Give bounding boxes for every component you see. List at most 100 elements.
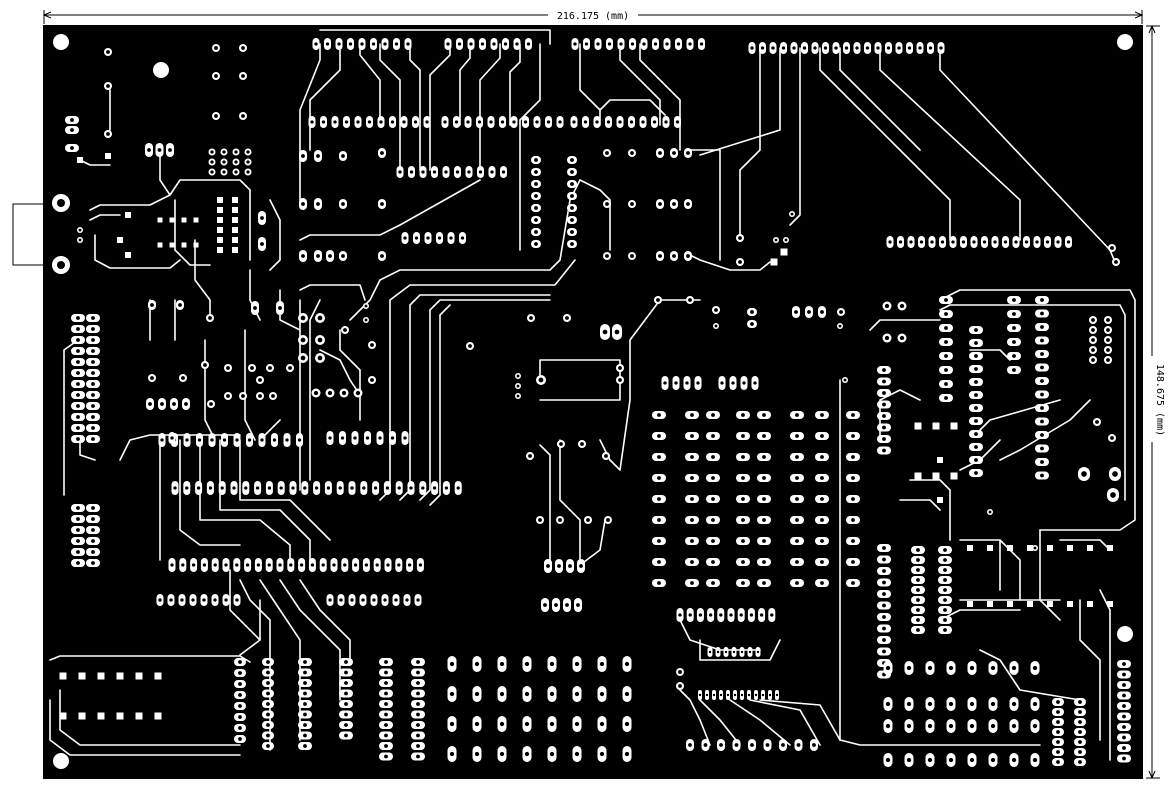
header-pad (531, 240, 541, 248)
header-pad (751, 376, 759, 390)
header-pad (775, 690, 779, 700)
header-pad (277, 481, 285, 495)
pad (104, 130, 112, 138)
header-pad (1117, 712, 1131, 721)
header-pad (597, 746, 607, 762)
header-pad (1044, 236, 1051, 248)
header-pad (1052, 698, 1064, 706)
header-pad (298, 679, 312, 687)
pad (314, 250, 322, 262)
header-pad (86, 391, 100, 399)
header-pad (1035, 363, 1049, 372)
pad (652, 516, 666, 524)
pad (684, 199, 692, 209)
pad (946, 697, 956, 711)
pad (670, 148, 678, 158)
header-pad (208, 148, 216, 156)
header-pad (360, 481, 368, 495)
pad (616, 376, 624, 384)
header-pad (522, 656, 532, 672)
pad (1104, 356, 1112, 364)
header-pad (747, 690, 751, 700)
header-pad (1117, 681, 1131, 689)
smd-pad (217, 217, 223, 223)
header-pad (404, 38, 412, 50)
header-pad (447, 232, 455, 244)
pad (684, 251, 692, 261)
pad (1089, 326, 1097, 334)
header-pad (431, 481, 439, 495)
header-pad (547, 656, 557, 672)
header-pad (1035, 417, 1049, 426)
smd-pad (154, 712, 162, 720)
pad (224, 392, 232, 400)
header-pad (242, 481, 250, 495)
header-pad (877, 435, 891, 443)
header-pad (477, 166, 484, 178)
pad (65, 116, 79, 124)
header-pad (694, 376, 702, 390)
header-pad (622, 746, 632, 762)
pad (315, 313, 325, 323)
header-pad (531, 192, 541, 200)
height-dimension: 148.675 (mm) (1146, 26, 1165, 778)
header-pad (513, 38, 521, 50)
header-pad (324, 38, 331, 50)
header-pad (262, 721, 274, 729)
pad (790, 474, 804, 482)
header-pad (969, 456, 983, 464)
header-pad (424, 232, 432, 244)
pad (988, 661, 998, 675)
header-pad (916, 42, 924, 54)
header-pad (719, 690, 723, 700)
header-pad (747, 608, 755, 622)
pad (670, 199, 678, 209)
smd-pad (967, 601, 973, 607)
header-pad (392, 594, 400, 606)
header-pad (71, 380, 85, 388)
header-pad (497, 716, 507, 732)
pad (652, 453, 666, 461)
smd-pad (135, 712, 143, 720)
pad (314, 198, 322, 210)
header-pad (874, 42, 882, 54)
header-pad (379, 752, 393, 761)
pad (846, 558, 860, 566)
header-pad (298, 558, 306, 572)
header-pad (628, 116, 635, 128)
header-pad (969, 339, 983, 347)
header-pad (178, 594, 186, 606)
pad (341, 326, 349, 334)
pad (967, 753, 977, 767)
header-pad (488, 166, 496, 178)
header-pad (547, 686, 557, 702)
header-pad (389, 431, 396, 445)
header-pad (379, 742, 393, 750)
pad (298, 313, 308, 323)
header-pad (331, 116, 339, 128)
header-pad (182, 398, 190, 410)
header-pad (86, 402, 100, 410)
header-pad (1007, 310, 1021, 318)
header-pad (969, 469, 983, 477)
pad (790, 495, 804, 503)
pad (1089, 336, 1097, 344)
header-pad (265, 558, 273, 572)
header-pad (696, 608, 704, 622)
header-pad (71, 325, 85, 333)
pad (685, 432, 699, 440)
header-pad (790, 42, 798, 54)
header-pad (1035, 377, 1049, 385)
pad (670, 251, 678, 261)
header-pad (938, 546, 952, 554)
pad (603, 200, 611, 208)
header-pad (381, 594, 389, 606)
pad (757, 432, 771, 440)
header-pad (411, 742, 425, 750)
pad (1009, 753, 1019, 767)
header-pad (740, 690, 744, 700)
header-pad (384, 558, 392, 572)
header-pad (71, 413, 85, 421)
pad (299, 150, 307, 162)
header-pad (262, 710, 274, 719)
